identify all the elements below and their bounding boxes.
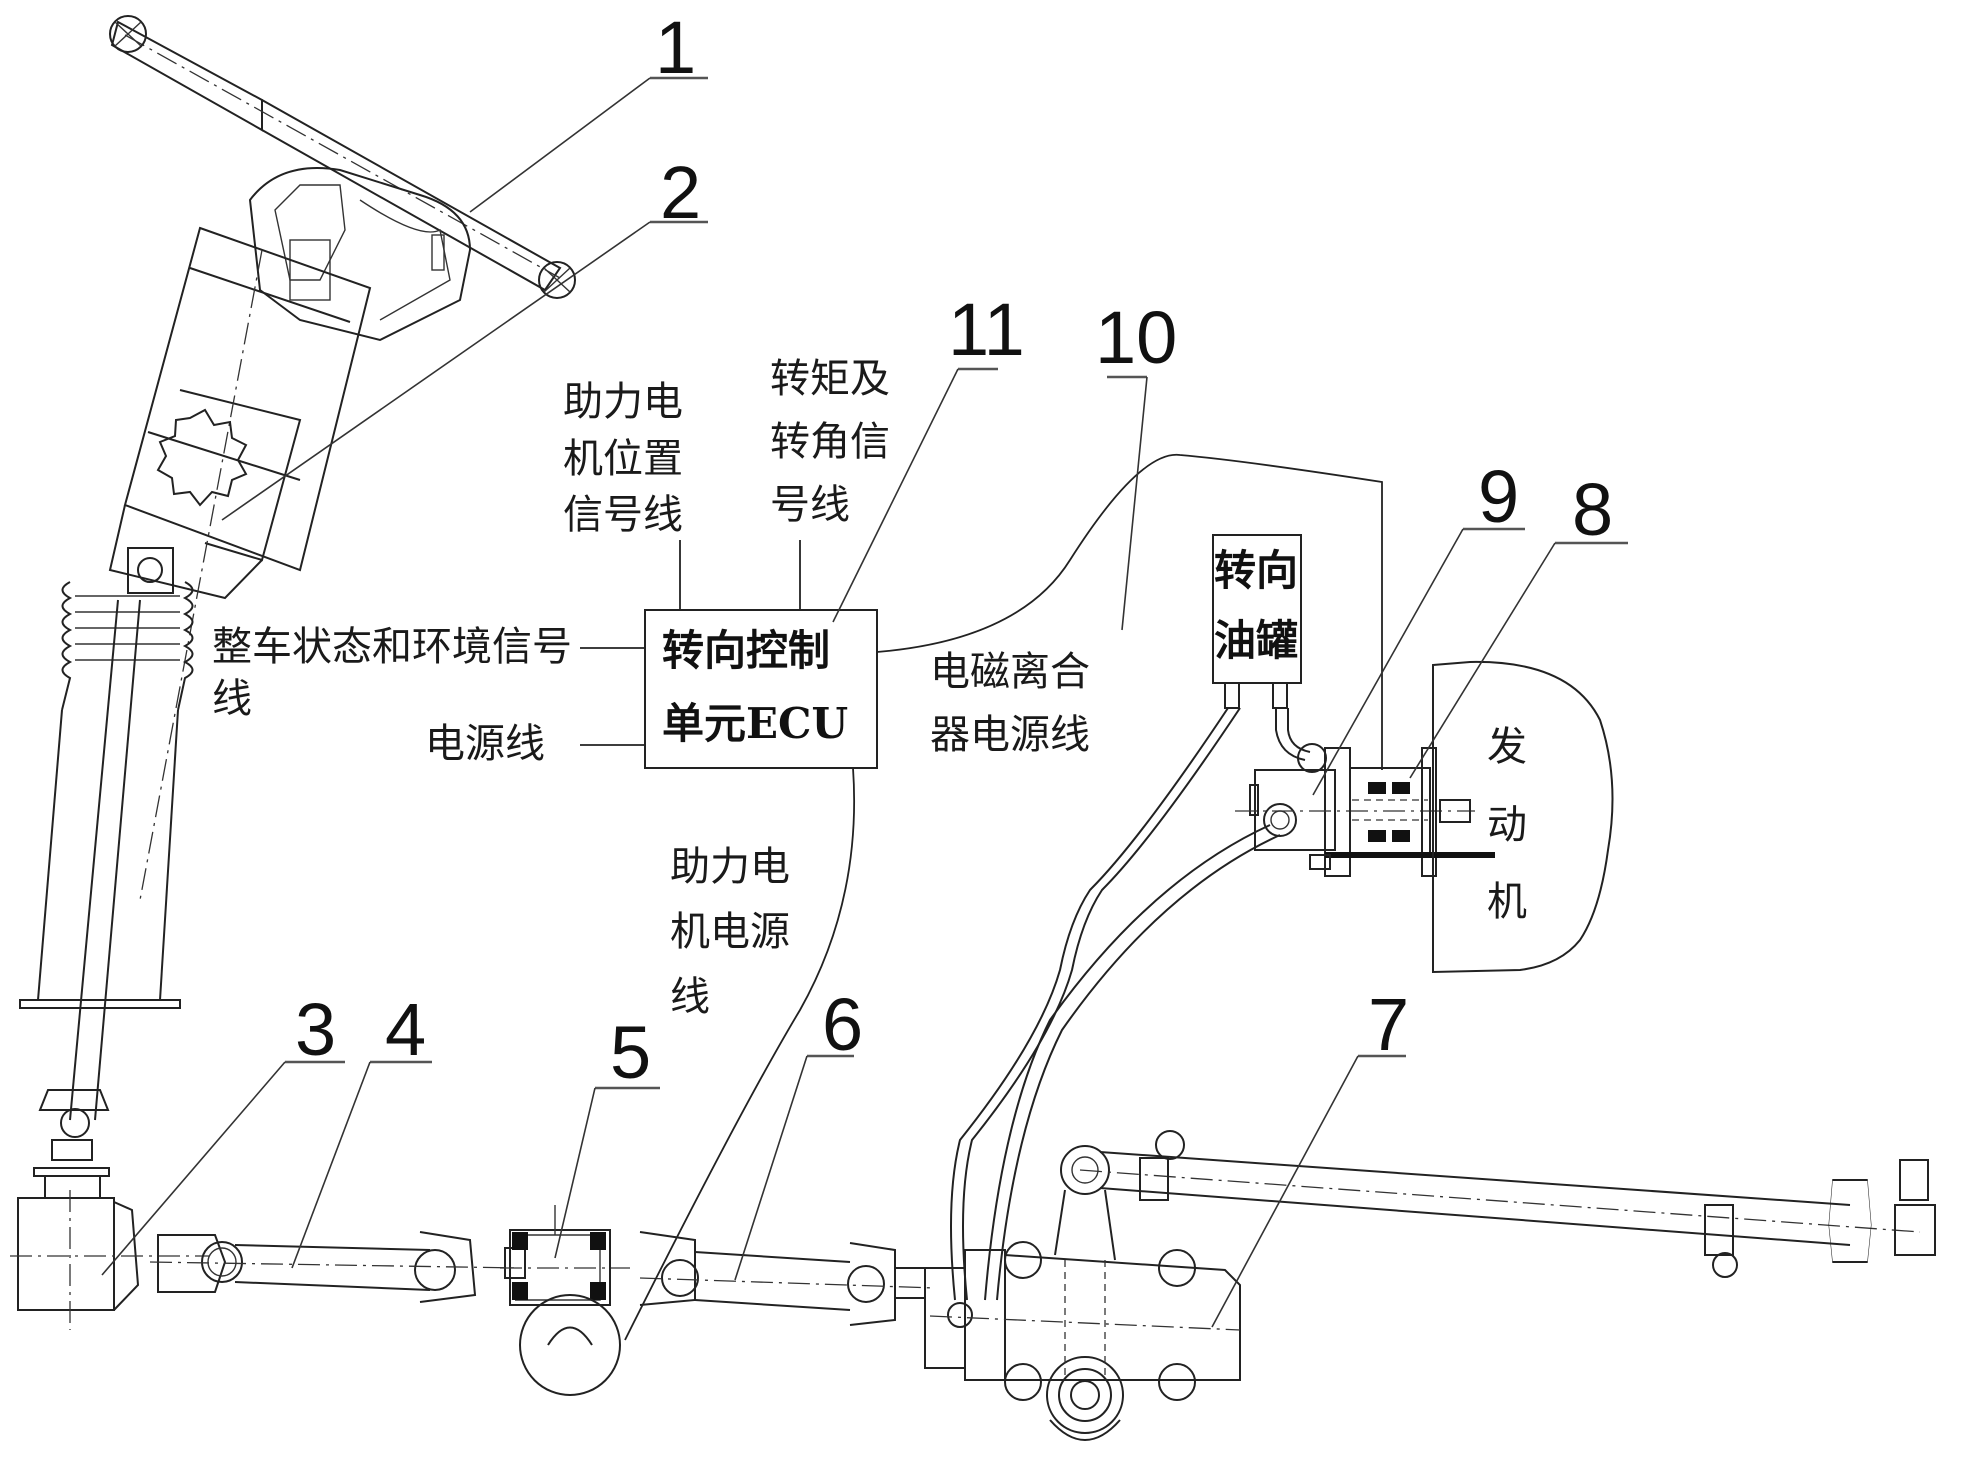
svg-text:机位置: 机位置 <box>563 436 683 482</box>
callout-11: 11 <box>832 288 1025 623</box>
svg-text:转矩及: 转矩及 <box>770 356 890 402</box>
engine-label-1: 发 <box>1487 724 1527 770</box>
label-vehicle-state-signal: 整车状态和环境信号 线 <box>212 624 572 722</box>
svg-text:9: 9 <box>1478 455 1519 538</box>
tie-rod <box>1079 1130 1936 1278</box>
svg-text:整车状态和环境信号: 整车状态和环境信号 <box>212 624 572 670</box>
svg-text:助力电: 助力电 <box>563 379 683 425</box>
hydraulic-hoses <box>950 707 1311 1301</box>
drive-shaft-rear <box>639 1231 936 1326</box>
callout-5: 5 <box>554 1011 660 1259</box>
steering-column <box>108 226 372 901</box>
engine: 发 动 机 <box>1432 660 1614 974</box>
svg-text:1: 1 <box>655 6 696 89</box>
svg-text:3: 3 <box>295 988 336 1071</box>
steering-wheel <box>109 15 576 342</box>
engine-label-2: 动 <box>1487 802 1527 848</box>
callout-1: 1 <box>469 6 708 213</box>
svg-text:转角信: 转角信 <box>770 419 890 465</box>
electromagnetic-clutch <box>1309 747 1495 877</box>
drive-shaft-front <box>149 1231 521 1303</box>
label-clutch-power: 电磁离合 器电源线 <box>930 649 1090 758</box>
svg-text:10: 10 <box>1095 296 1177 379</box>
steering-gear <box>924 1145 1241 1441</box>
steering-control-ecu: 转向控制 单元ECU <box>644 609 878 769</box>
svg-text:信号线: 信号线 <box>563 492 683 538</box>
svg-text:线: 线 <box>212 676 252 722</box>
ecu-label-line1: 转向控制 <box>662 626 830 675</box>
callout-9: 9 <box>1312 455 1525 796</box>
callout-8: 8 <box>1409 468 1628 779</box>
label-motor-power: 助力电 机电源 线 <box>670 844 790 1020</box>
svg-text:器电源线: 器电源线 <box>930 712 1090 758</box>
svg-text:电磁离合: 电磁离合 <box>930 649 1090 695</box>
svg-text:7: 7 <box>1368 983 1409 1066</box>
electric-assist-unit <box>500 1205 630 1396</box>
oil-tank-label-line1: 转向 <box>1214 546 1298 595</box>
svg-text:6: 6 <box>822 983 863 1066</box>
callout-2: 2 <box>221 151 708 521</box>
callout-3: 3 <box>101 988 345 1276</box>
callout-6: 6 <box>734 983 863 1281</box>
steering-oil-tank: 转向 油罐 <box>1212 534 1302 709</box>
svg-text:5: 5 <box>610 1011 651 1094</box>
svg-text:线: 线 <box>670 974 710 1020</box>
engine-label-3: 机 <box>1487 879 1527 925</box>
svg-text:2: 2 <box>660 151 701 234</box>
label-power: 电源线 <box>425 721 545 767</box>
angle-gearbox <box>10 1089 210 1330</box>
label-torque-angle-signal: 转矩及 转角信 号线 <box>770 356 890 528</box>
svg-text:11: 11 <box>948 288 1025 371</box>
oil-tank-label-line2: 油罐 <box>1214 616 1298 665</box>
wiring <box>580 454 1383 1341</box>
callout-4: 4 <box>291 988 432 1269</box>
label-motor-position-signal: 助力电 机位置 信号线 <box>563 379 683 538</box>
callout-7: 7 <box>1211 983 1409 1328</box>
ecu-label-line2: 单元ECU <box>662 699 848 748</box>
callout-10: 10 <box>1095 296 1177 631</box>
svg-text:4: 4 <box>385 988 426 1071</box>
bellows-boot <box>19 581 194 1121</box>
svg-text:号线: 号线 <box>770 482 850 528</box>
svg-text:助力电: 助力电 <box>670 844 790 890</box>
svg-text:8: 8 <box>1572 468 1613 551</box>
svg-text:机电源: 机电源 <box>670 909 790 955</box>
